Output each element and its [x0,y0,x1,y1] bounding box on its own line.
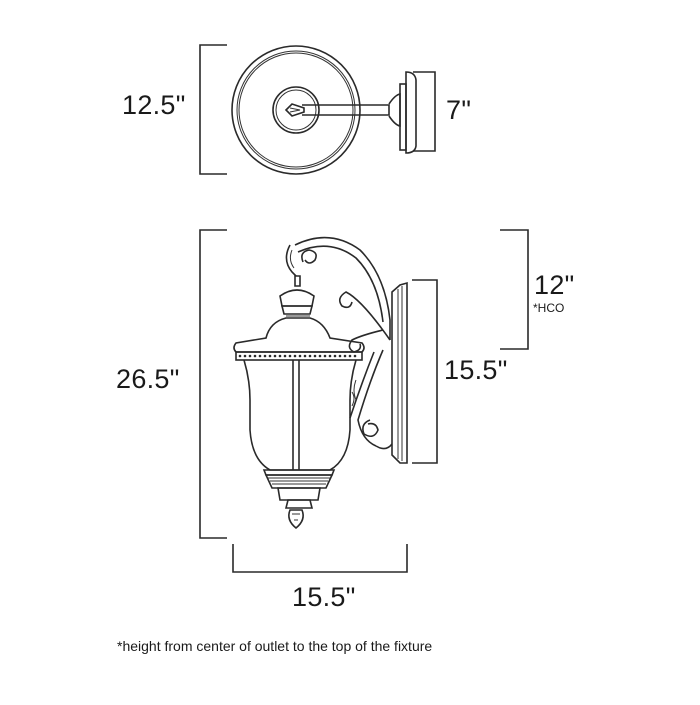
side-view [199,229,529,573]
hco-bracket [500,229,529,350]
top-view [199,44,436,175]
backplate-bracket [412,279,438,464]
height-bracket [199,229,227,539]
backplate-height-label: 15.5" [444,355,508,385]
hco-height-label: 12" [534,270,575,300]
overall-width-label: 15.5" [292,582,356,612]
depth-bracket-top-view [413,71,436,152]
footnote: *height from center of outlet to the top… [117,638,433,654]
hco-note: *HCO [533,301,565,315]
width-bracket-side-view [232,544,408,573]
top-view-width-label: 12.5" [122,90,186,120]
overall-height-label: 26.5" [116,364,180,394]
width-bracket-top-view [199,44,227,175]
top-view-depth-label: 7" [446,95,472,125]
